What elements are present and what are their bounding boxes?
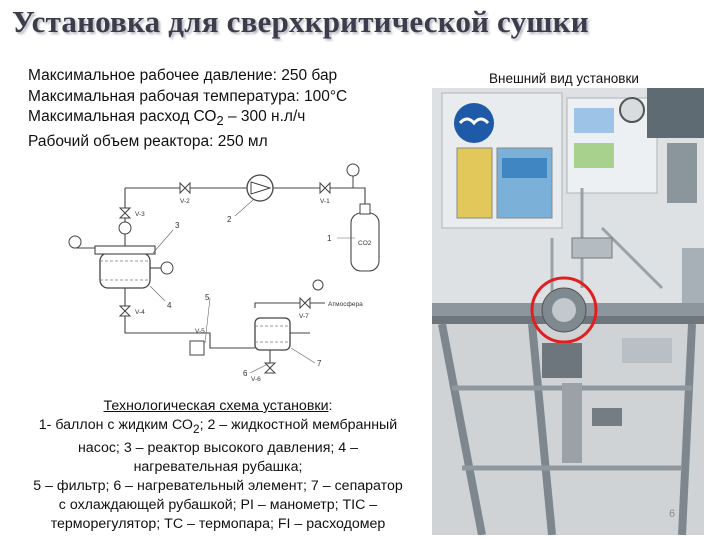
spec-flow-sub: 2 [216,113,224,129]
gauge-top-icon [118,221,132,235]
valve-v7-icon [299,296,311,310]
pressure-gauge-icon [346,163,360,177]
spec-flow: Максимальная расход СО2 – 300 н.л/ч [28,107,347,132]
installation-photo [432,88,704,535]
callout-5: 5 [205,293,210,302]
caption-line6: терморегулятор; TC – термопара; FI – рас… [50,515,386,532]
high-pressure-reactor [94,245,156,289]
callout-3: 3 [175,221,180,230]
membrane-pump [246,174,274,202]
valve-v4-icon [118,305,132,317]
valve-v1-icon [319,181,331,195]
filter-icon [189,340,205,356]
separator [254,317,291,351]
valve-v4-label: V-4 [135,309,145,316]
callout-4: 4 [167,301,172,310]
caption-line5: с охлаждающей рубашкой; PI – манометр; T… [58,496,378,513]
co2-cylinder: CO2 [350,203,380,272]
slide-title: Установка для сверхкритической сушки [12,4,589,39]
cylinder-label: CO2 [358,240,372,247]
caption-line3: нагревательная рубашка; [133,458,303,475]
valve-v6-icon [263,362,277,374]
caption-line1-suffix: ; 2 – жидкостной мембранный [199,417,398,433]
valve-v6-label: V-6 [251,376,261,383]
valve-v1-label: V-1 [320,198,330,205]
atmosphere-label: Атмосфера [328,301,363,308]
spec-pressure: Максимальное рабочее давление: 250 бар [28,67,338,84]
caption-line4: 5 – фильтр; 6 – нагревательный элемент; … [33,477,403,494]
schema-caption: Технологическая схема установки: 1- балл… [8,397,428,534]
valve-v5-label: V-5 [195,328,205,335]
callout-2: 2 [227,215,232,224]
spec-temperature: Максимальная рабочая температура: 100°С [28,87,348,105]
callout-6: 6 [243,369,248,378]
reactor-highlight-circle [530,276,598,344]
caption-line1-sub: 2 [192,421,200,436]
valve-v7-label: V-7 [299,313,309,320]
caption-title: Технологическая схема установки [103,398,329,414]
callout-1: 1 [327,234,332,243]
gauge-left-icon [68,235,82,249]
temp-sensor-icon [160,261,174,275]
valve-v3-label: V-3 [135,211,145,218]
specs-list: Максимальное рабочее давление: 250 бар М… [28,66,347,152]
caption-colon: : [328,398,333,414]
process-schematic: CO2 V-2 V-1 V-3 V-4 V-5 [68,163,380,383]
spec-volume: Рабочий объем реактора: 250 мл [28,132,268,150]
valve-v2-icon [179,181,191,195]
flowmeter-icon [312,279,324,291]
spec-flow-prefix: Максимальная расход СО [28,108,217,125]
valve-v2-label: V-2 [180,198,190,205]
valve-v3-icon [118,207,132,219]
page-number: 6 [669,508,676,520]
caption-line2: насос; 3 – реактор высокого давления; 4 … [77,439,359,456]
photo-caption: Внешний вид установки [489,71,639,86]
spec-flow-suffix: – 300 н.л/ч [223,108,306,125]
caption-line1-prefix: 1- баллон с жидким СО [38,417,193,433]
callout-7: 7 [317,359,322,368]
